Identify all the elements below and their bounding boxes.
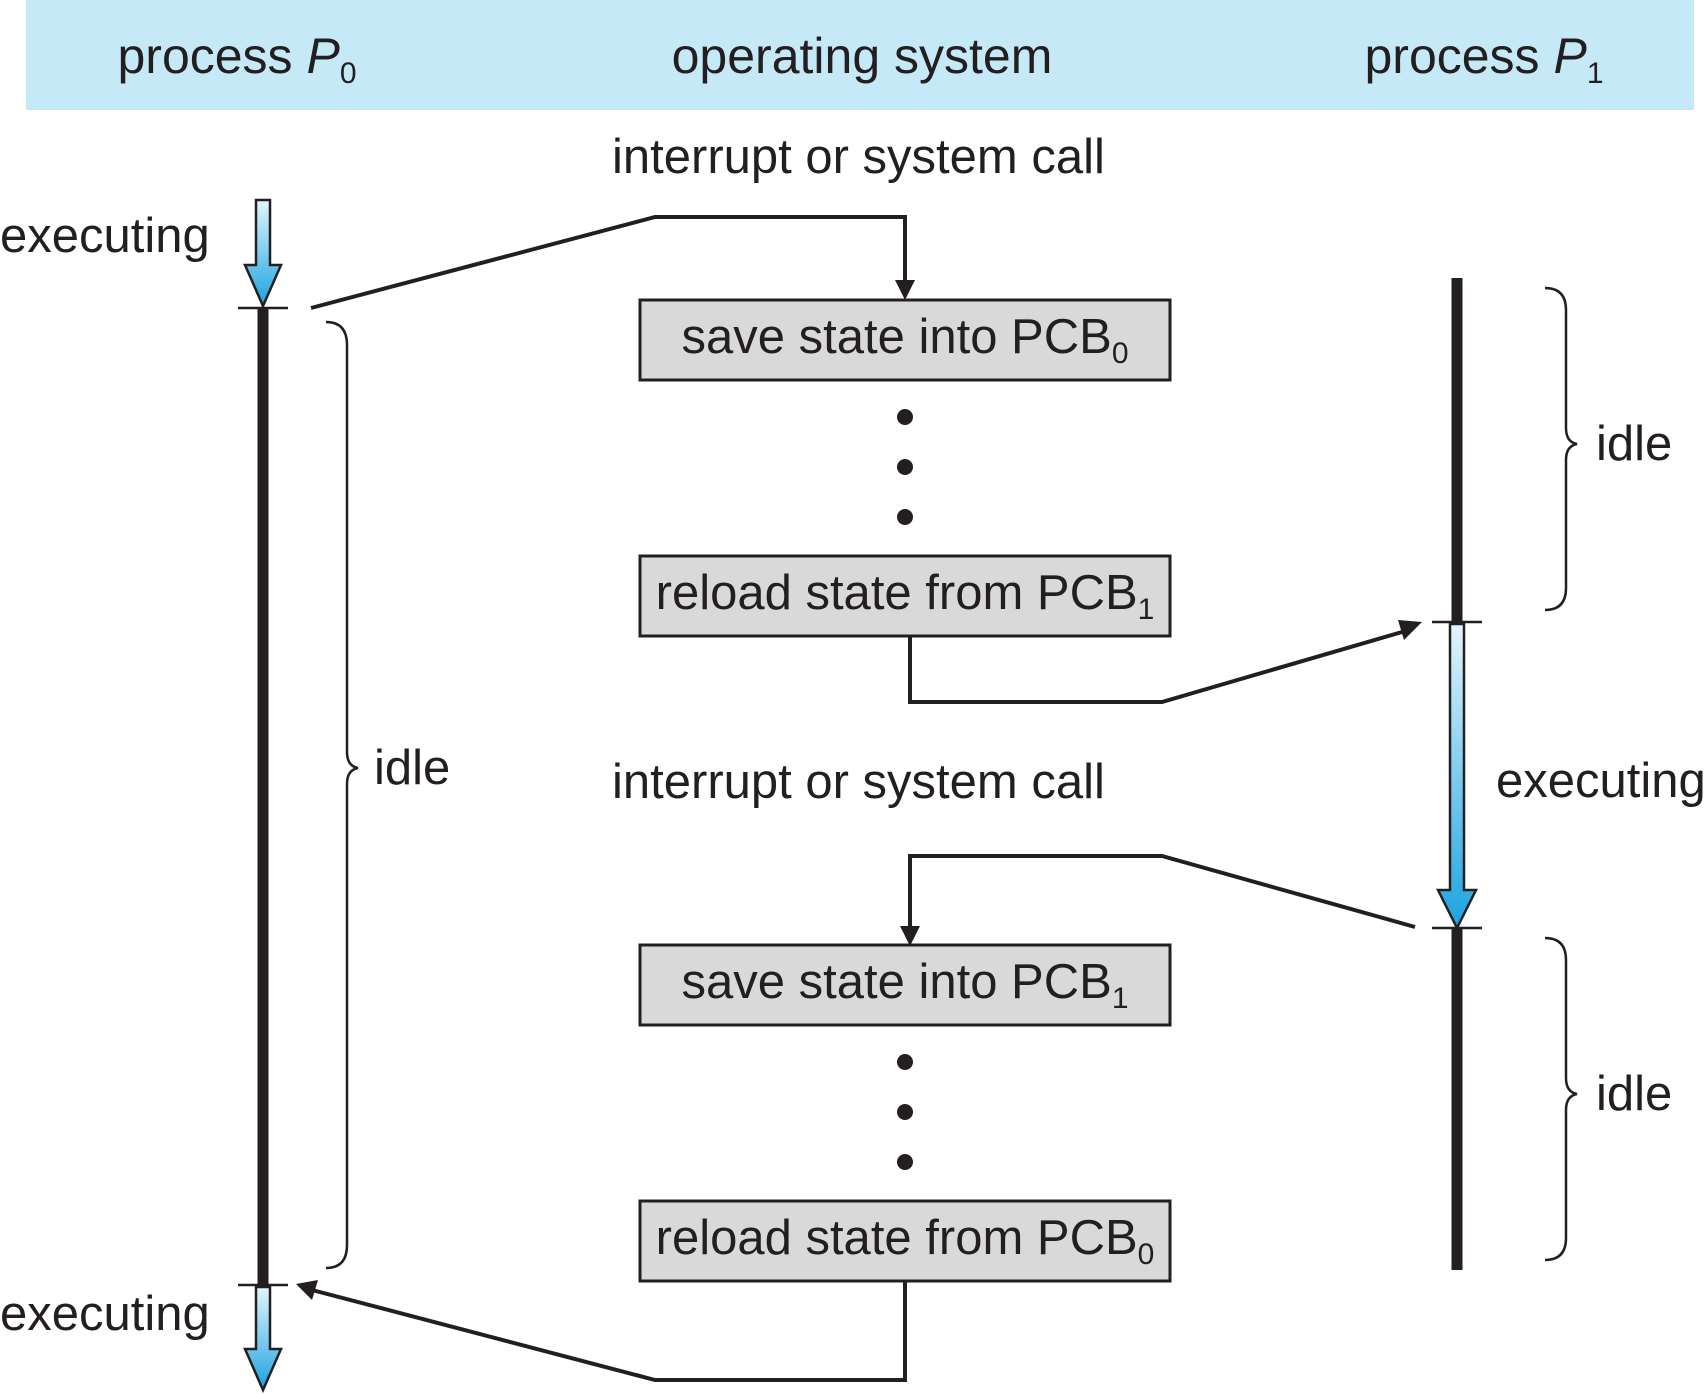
box-save-pcb0 [638,298,1172,382]
p0-executing-bottom-arrow [243,1285,283,1394]
connector-arrowhead-1 [895,280,915,300]
p0-idle-label: idle [374,741,450,795]
connector-arrowhead-2 [1398,620,1422,640]
box-save-pcb1-text: save state into PCB1 [681,955,1128,1015]
p1-to-os-connector [908,854,1416,929]
connector-arrowhead-4 [296,1280,318,1300]
box-save-pcb0-text: save state into PCB0 [681,310,1128,370]
os-to-p1-connector [908,630,1403,704]
interrupt-top-label: interrupt or system call [612,130,1105,184]
ellipsis-dot-5 [897,1104,913,1120]
p0-executing-top-arrow [243,198,283,310]
p1-idle-brace-top [1544,286,1578,612]
p1-idle-top-label: idle [1596,417,1672,471]
p0-executing-top-label: executing [0,209,210,263]
p1-idle-bottom-label: idle [1596,1067,1672,1121]
box-reload-pcb0 [638,1199,1172,1283]
ellipsis-dot-6 [897,1154,913,1170]
header-process-p1: process P1 [1364,28,1603,90]
connector-arrowhead-3 [900,926,920,946]
p0-to-os-connector [310,215,907,310]
p0-idle-brace [325,320,359,1270]
os-to-p0-connector [311,1281,907,1382]
p0-executing-bottom-label: executing [0,1287,210,1341]
box-reload-pcb1-text: reload state from PCB1 [656,566,1155,626]
ellipsis-dot-4 [897,1054,913,1070]
header-band [26,0,1694,110]
ellipsis-dot-3 [897,509,913,525]
ellipsis-dot-1 [897,409,913,425]
header-process-p0: process P0 [117,28,356,90]
box-reload-pcb0-text: reload state from PCB0 [656,1211,1155,1271]
box-reload-pcb1 [638,554,1172,638]
header-operating-system: operating system [672,28,1053,84]
p1-executing-label: executing [1496,754,1706,808]
p1-idle-brace-bottom [1544,936,1578,1262]
box-save-pcb1 [638,943,1172,1027]
interrupt-mid-label: interrupt or system call [612,755,1105,809]
p1-executing-arrow [1435,622,1479,931]
ellipsis-dot-2 [897,459,913,475]
